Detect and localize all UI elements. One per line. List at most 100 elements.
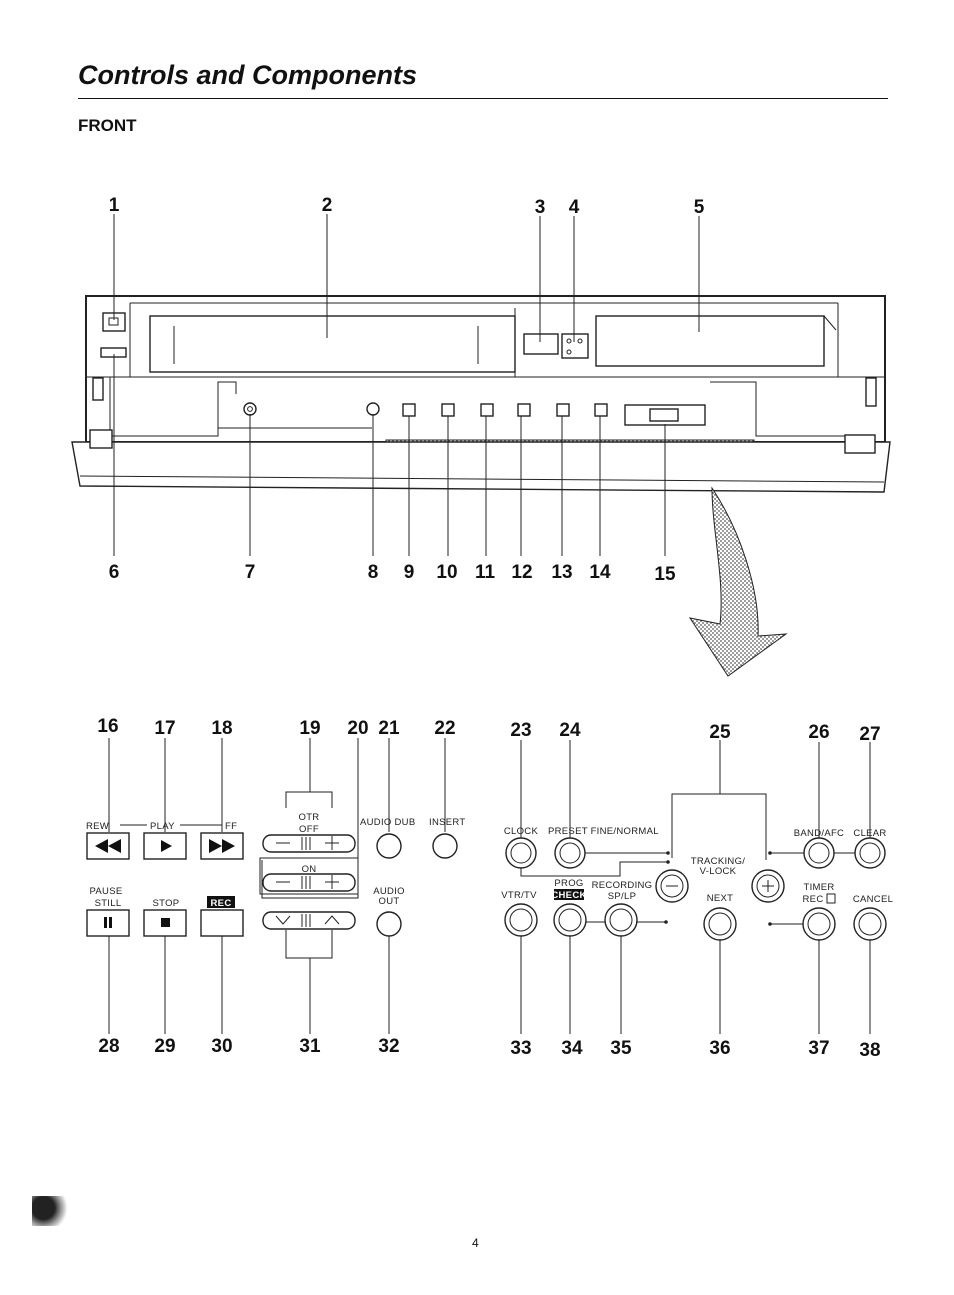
- stop-icon: [161, 918, 170, 927]
- plus-icon: [325, 836, 339, 850]
- callout-6: 6: [109, 562, 120, 583]
- prog-check-button[interactable]: [553, 903, 587, 937]
- stop-label: STOP: [153, 898, 180, 909]
- panel-callouts: 16 17 18 19 20 21 22 23 24 25 26 27 28 2…: [97, 716, 880, 1061]
- panel-leader-lines: [108, 738, 871, 1034]
- callout-32: 32: [378, 1036, 399, 1057]
- sp-lp-label: SP/LP: [608, 891, 636, 902]
- play-button[interactable]: [143, 832, 187, 860]
- button-13[interactable]: [556, 403, 570, 417]
- tracking-minus-button[interactable]: [655, 869, 689, 903]
- otr-off-rocker[interactable]: [262, 834, 356, 853]
- next-button[interactable]: [703, 907, 737, 941]
- otr-label: OTR: [299, 812, 320, 823]
- vtr-tv-button[interactable]: [504, 903, 538, 937]
- indicator-3: [523, 333, 559, 355]
- recording-sp-lp-button[interactable]: [604, 903, 638, 937]
- callout-23: 23: [510, 720, 531, 741]
- callout-7: 7: [245, 562, 256, 583]
- callout-28: 28: [98, 1036, 119, 1057]
- left-panel-controls: [86, 832, 458, 937]
- page-title: Controls and Components: [78, 60, 417, 90]
- clear-label: CLEAR: [853, 828, 886, 839]
- callout-34: 34: [561, 1038, 583, 1059]
- timer-rec-button[interactable]: [802, 907, 836, 941]
- vlock-label: V-LOCK: [700, 866, 737, 877]
- display-window: [595, 315, 825, 367]
- rew-button[interactable]: [86, 832, 130, 860]
- callout-2: 2: [322, 195, 333, 216]
- callout-36: 36: [709, 1038, 730, 1059]
- rewind-icon: [95, 839, 121, 853]
- arrow-down-icon: [688, 486, 788, 677]
- scan-speck: [32, 1196, 70, 1226]
- preset-label: PRESET FINE/NORMAL: [548, 826, 659, 837]
- callout-15: 15: [654, 564, 676, 585]
- callout-9: 9: [404, 562, 415, 583]
- callout-21: 21: [378, 718, 400, 739]
- right-panel-controls: [504, 837, 887, 941]
- otr-on-rocker[interactable]: [262, 873, 356, 892]
- ff-button[interactable]: [200, 832, 244, 860]
- off-label: OFF: [299, 824, 319, 835]
- button-11[interactable]: [480, 403, 494, 417]
- vtr-tv-label: VTR/TV: [501, 890, 537, 901]
- prog-label: PROG: [554, 878, 583, 889]
- vcr-base: [71, 441, 891, 493]
- button-9[interactable]: [402, 403, 416, 417]
- callout-22: 22: [434, 718, 455, 739]
- audio-out-button[interactable]: [376, 911, 402, 937]
- pause-still-button[interactable]: [86, 909, 130, 937]
- callout-1: 1: [109, 195, 120, 216]
- clear-button[interactable]: [854, 837, 886, 869]
- check-label: CHECK: [551, 890, 586, 901]
- clock-button[interactable]: [505, 837, 537, 869]
- callout-3: 3: [535, 197, 546, 218]
- rec-button[interactable]: [200, 909, 244, 937]
- button-10[interactable]: [441, 403, 455, 417]
- audio-dub-button[interactable]: [376, 833, 402, 859]
- on-label: ON: [302, 864, 317, 875]
- callout-20: 20: [347, 718, 368, 739]
- next-label: NEXT: [707, 893, 734, 904]
- button-12[interactable]: [517, 403, 531, 417]
- vcr-front-view: [71, 295, 891, 677]
- rew-label: REW: [86, 821, 109, 832]
- ff-label: FF: [225, 821, 237, 832]
- up-down-rocker[interactable]: [262, 911, 356, 930]
- chevron-up-icon: [324, 915, 340, 925]
- button-8[interactable]: [366, 402, 380, 416]
- band-afc-label: BAND/AFC: [794, 828, 844, 839]
- play-icon: [161, 840, 172, 852]
- callout-38: 38: [859, 1040, 880, 1061]
- still-label: STILL: [95, 898, 122, 909]
- callout-35: 35: [610, 1038, 632, 1059]
- callout-16: 16: [97, 716, 118, 737]
- callout-27: 27: [859, 724, 880, 745]
- callout-12: 12: [511, 562, 532, 583]
- cancel-button[interactable]: [853, 907, 887, 941]
- check-badge: [554, 889, 584, 900]
- button-14[interactable]: [594, 403, 608, 417]
- out-label: OUT: [379, 896, 400, 907]
- plus-icon: [762, 880, 774, 892]
- right-panel-labels: CLOCK PRESET FINE/NORMAL TRACKING/ V-LOC…: [501, 826, 893, 905]
- timer-rec-box-icon: [826, 893, 836, 904]
- callout-33: 33: [510, 1038, 531, 1059]
- preset-button[interactable]: [554, 837, 586, 869]
- callout-24: 24: [559, 720, 581, 741]
- tracking-plus-button[interactable]: [751, 869, 785, 903]
- cancel-label: CANCEL: [853, 894, 893, 905]
- band-afc-button[interactable]: [803, 837, 835, 869]
- stop-button[interactable]: [143, 909, 187, 937]
- insert-button[interactable]: [432, 833, 458, 859]
- recording-label: RECORDING: [592, 880, 653, 891]
- callout-10: 10: [436, 562, 457, 583]
- pause-label: PAUSE: [89, 886, 122, 897]
- rec-badge: [207, 896, 235, 908]
- chevron-down-icon: [275, 915, 291, 925]
- tracking-label: TRACKING/: [691, 856, 745, 867]
- insert-label: INSERT: [429, 817, 465, 828]
- callout-18: 18: [211, 718, 232, 739]
